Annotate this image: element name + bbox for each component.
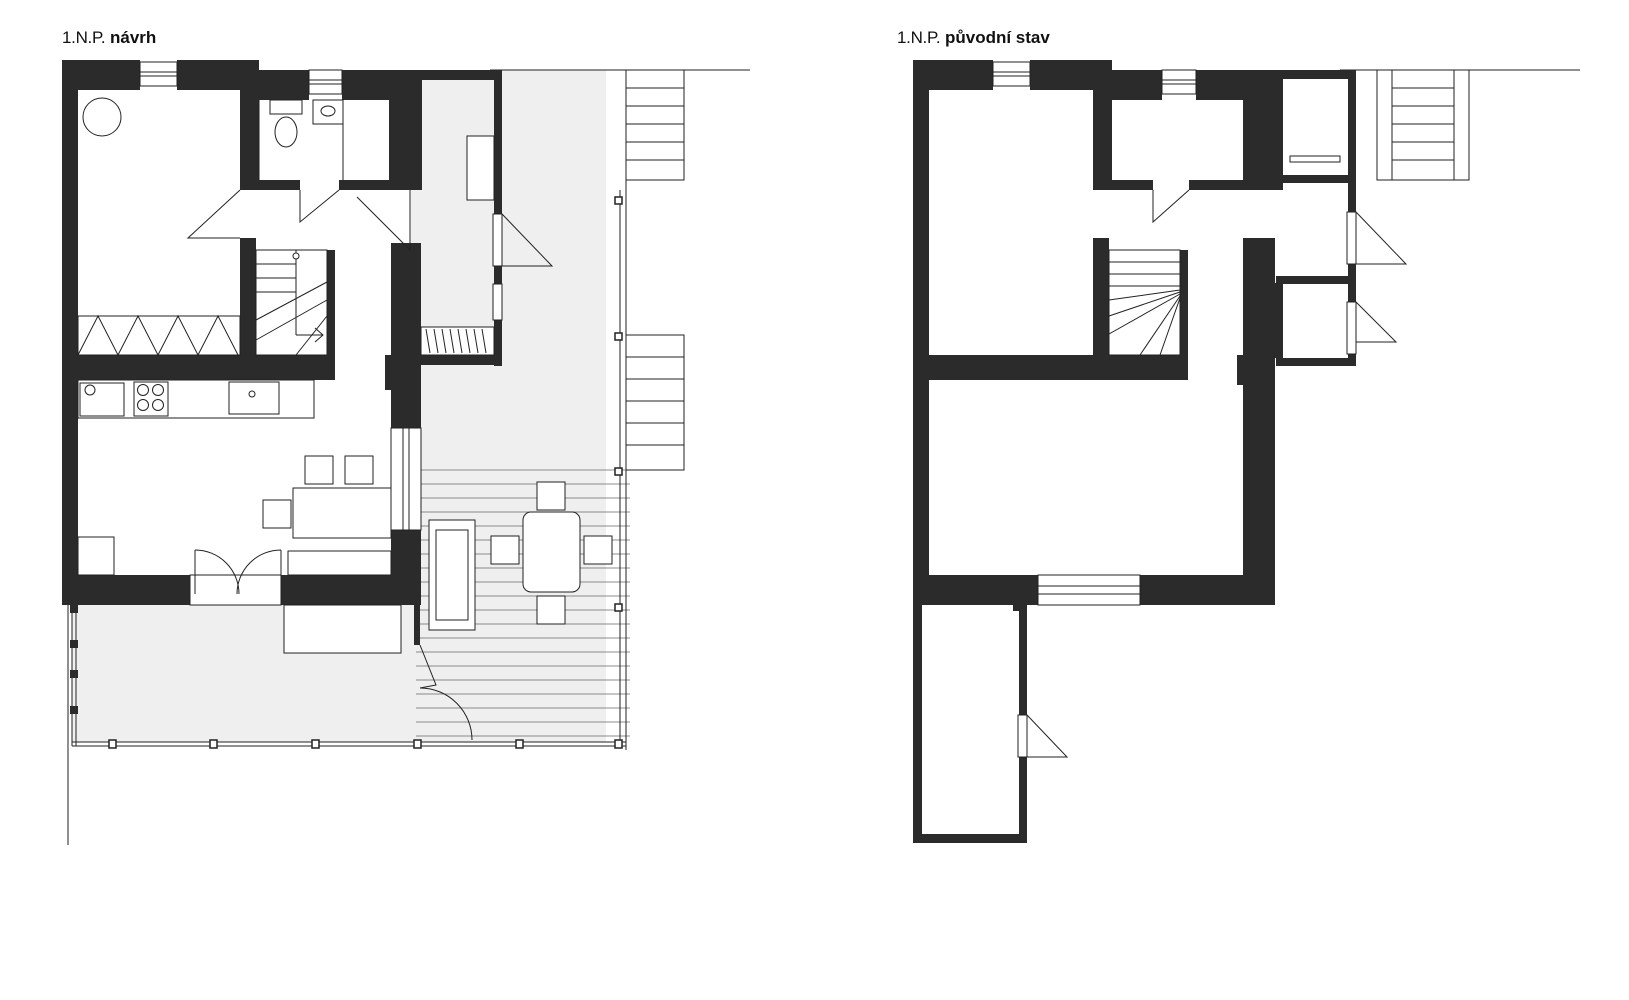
round-table: [82, 97, 122, 137]
terrace-area: [411, 70, 606, 742]
plan-name: původní stav: [944, 28, 1050, 47]
door-swings: [1026, 189, 1408, 758]
dining-set: [262, 455, 392, 576]
exterior-steps-top: [625, 69, 685, 181]
proposed-floor-plan: [62, 60, 750, 845]
pantry-shelf: [420, 326, 495, 356]
terrace-furniture: [428, 481, 613, 631]
plan-title-proposed: 1.N.P. návrh: [62, 28, 156, 48]
bathroom-fixtures: [258, 99, 344, 180]
posts: [70, 196, 623, 749]
walls: [62, 60, 502, 645]
floor-label: 1.N.P.: [62, 28, 106, 47]
staircase: [255, 249, 328, 356]
windows: [992, 61, 1357, 758]
walls: [913, 60, 1356, 843]
original-floor-plan: [913, 60, 1580, 843]
porch-bench: [283, 604, 402, 654]
door-swings: [186, 189, 554, 741]
windows: [139, 61, 503, 606]
exterior-steps-right: [625, 334, 685, 471]
plan-title-original: 1.N.P. původní stav: [897, 28, 1050, 48]
floor-label: 1.N.P.: [897, 28, 941, 47]
exterior-steps: [1376, 69, 1470, 181]
plan-name: návrh: [109, 28, 157, 47]
kitchen-counter: [77, 379, 315, 419]
cabinet: [466, 135, 495, 201]
staircase: [1108, 249, 1181, 356]
corner-cabinet: [77, 536, 115, 576]
wardrobe: [77, 314, 241, 357]
